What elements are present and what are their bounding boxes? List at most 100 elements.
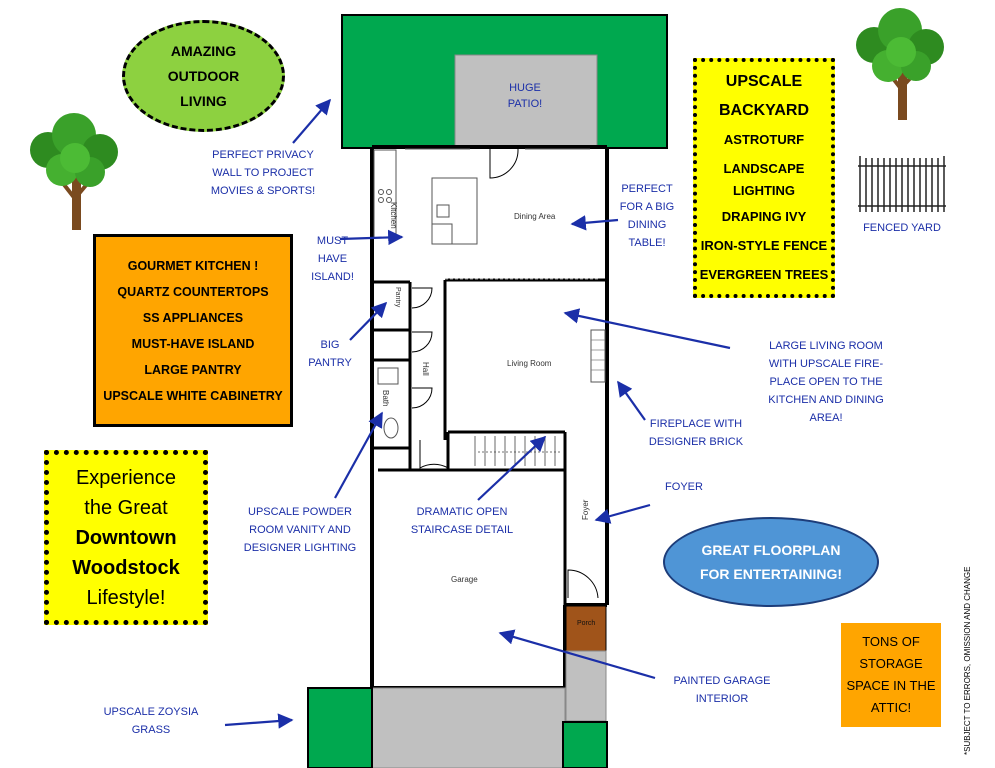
storage-line-4: ATTIC! [870,700,912,715]
kitchen-line-6: UPSCALE WHITE CABINETRY [103,388,283,403]
floorplan-callout: GREAT FLOORPLAN FOR ENTERTAINING! [663,517,879,607]
patio-line-1: HUGE [509,82,541,94]
dining-line-1: PERFECT [621,183,673,195]
backyard-line-8: EVERGREEN TREES [699,267,829,282]
backyard-line-4: LANDSCAPE [723,161,805,176]
pantry-line-1: BIG [320,339,340,351]
kitchen-line-4: MUST-HAVE ISLAND [131,336,255,351]
iron-fence-icon [858,156,946,212]
room-dining: Dining Area [514,212,556,221]
staircase-line-2: STAIRCASE DETAIL [410,524,514,536]
lifestyle-line-1: Experience [75,466,177,489]
arrow-powder [334,411,383,499]
fireplace-line-2: DESIGNER BRICK [648,436,744,448]
outdoor-line-3: LIVING [180,92,227,109]
patio-label: HUGE PATIO! [495,80,555,112]
privacy-line-3: MOVIES & SPORTS! [210,185,316,197]
arrow-dining [570,215,619,231]
arrow-pantry [349,301,388,341]
staircase-line-1: DRAMATIC OPEN [416,506,508,518]
front-lawn-right [562,721,608,768]
living-line-2: WITH UPSCALE FIRE- [768,358,884,370]
fireplace-annotation: FIREPLACE WITH DESIGNER BRICK [640,415,752,451]
kitchen-line-5: LARGE PANTRY [144,362,242,377]
garage-line-2: INTERIOR [695,693,749,705]
fireplace-line-1: FIREPLACE WITH [649,418,743,430]
outdoor-line-2: OUTDOOR [167,67,240,84]
lifestyle-line-2: the Great [84,496,168,519]
living-line-3: PLACE OPEN TO THE [769,376,883,388]
privacy-line-1: PERFECT PRIVACY [212,149,314,161]
powder-line-2: ROOM VANITY AND [249,524,351,536]
zoysia-annotation: UPSCALE ZOYSIA GRASS [96,703,206,739]
powder-line-3: DESIGNER LIGHTING [243,542,357,554]
powder-line-1: UPSCALE POWDER [248,506,352,518]
fenced-yard-annotation: FENCED YARD [852,219,952,237]
island-annotation: MUST HAVE ISLAND! [305,232,360,286]
room-hall: Hall [421,362,430,376]
patio-area [454,54,598,149]
zoysia-line-1: UPSCALE ZOYSIA [103,706,199,718]
backyard-line-7: IRON-STYLE FENCE [700,238,828,253]
kitchen-line-1: GOURMET KITCHEN ! [127,258,259,273]
staircase [474,436,560,466]
arrow-garage [498,629,656,680]
dining-line-4: TABLE! [628,237,666,249]
lifestyle-line-3: Downtown [75,526,177,549]
foyer-line-1: FOYER [665,481,703,493]
dining-line-2: FOR A BIG [619,201,675,213]
staircase-annotation: DRAMATIC OPEN STAIRCASE DETAIL [403,503,521,539]
arrows [224,98,731,729]
patio-line-2: PATIO! [507,98,543,110]
outdoor-line-1: AMAZING [170,42,237,59]
tree-icon [856,8,944,120]
tree-icon [30,113,118,230]
driveway [371,687,566,768]
lifestyle-callout: Experience the Great Downtown Woodstock … [44,450,208,625]
storage-callout: TONS OF STORAGE SPACE IN THE ATTIC! [841,623,941,727]
pantry-line-2: PANTRY [308,357,352,369]
room-living: Living Room [507,359,552,368]
room-porch: Porch [577,620,596,627]
front-lawn-left [307,687,373,768]
pantry-annotation: BIG PANTRY [305,336,355,372]
living-line-5: AREA! [809,412,843,424]
garage-line-1: PAINTED GARAGE [673,675,771,687]
privacy-wall-annotation: PERFECT PRIVACY WALL TO PROJECT MOVIES &… [208,146,318,200]
kitchen-line-3: SS APPLIANCES [142,310,244,325]
disclaimer-text: *SUBJECT TO ERRORS, OMISSION AND CHANGE [963,566,972,755]
lifestyle-line-4: Woodstock [72,556,180,579]
backyard-line-1: UPSCALE [725,73,803,90]
backyard-line-3: ASTROTURF [723,132,805,147]
powder-room-annotation: UPSCALE POWDER ROOM VANITY AND DESIGNER … [240,503,360,557]
garage-annotation: PAINTED GARAGE INTERIOR [662,672,782,708]
arrow-privacy [292,98,332,144]
storage-line-1: TONS OF [862,634,920,649]
arrow-staircase [477,435,547,501]
porch-area [565,605,607,652]
island-line-1: MUST [316,235,349,247]
island-line-3: ISLAND! [311,271,354,283]
lifestyle-line-5: Lifestyle! [86,586,166,609]
room-kitchen: Kitchen [389,202,398,229]
arrow-zoysia [224,713,294,729]
zoysia-line-2: GRASS [131,724,171,736]
floorplan-line-1: GREAT FLOORPLAN [701,542,841,558]
arrow-living [563,308,731,350]
dining-annotation: PERFECT FOR A BIG DINING TABLE! [612,180,682,252]
backyard-line-2: BACKYARD [718,102,810,119]
room-foyer: Foyer [581,499,590,520]
living-line-4: KITCHEN AND DINING [768,394,884,406]
outdoor-living-callout: AMAZING OUTDOOR LIVING [122,20,285,132]
fenced-line-1: FENCED YARD [863,222,941,234]
kitchen-line-2: QUARTZ COUNTERTOPS [117,284,269,299]
arrow-island [339,229,404,246]
interior-walls [372,278,605,605]
living-line-1: LARGE LIVING ROOM [769,340,883,352]
backyard-line-5: LIGHTING [732,183,796,198]
privacy-line-2: WALL TO PROJECT [212,167,314,179]
room-garage: Garage [451,575,478,584]
room-bath: Bath [381,390,390,407]
